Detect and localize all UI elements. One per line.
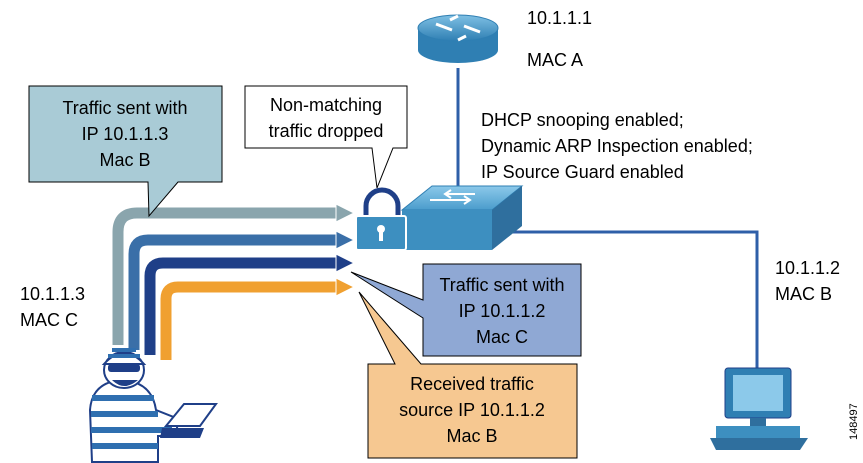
router-mac-label: MAC A — [527, 50, 583, 70]
arrow-orange — [158, 279, 338, 360]
figure-id-label: 148497 — [848, 403, 860, 440]
pc-ip-label: 10.1.1.2 — [775, 258, 840, 278]
callout-sent-b-line1: Traffic sent with — [62, 98, 187, 118]
callout-sent-mac-b: Traffic sent with IP 10.1.1.3 Mac B — [28, 85, 223, 218]
traffic-arrows — [110, 203, 356, 360]
arrow-dark-blue — [142, 255, 338, 355]
callout-received: Received traffic source IP 10.1.1.2 Mac … — [358, 291, 578, 459]
callout-dropped-line2: traffic dropped — [269, 121, 384, 141]
attacker-icon — [88, 348, 218, 463]
lock-icon — [355, 187, 407, 251]
callout-dropped: Non-matching traffic dropped — [244, 85, 408, 189]
switch-feature-ipsg: IP Source Guard enabled — [481, 162, 684, 182]
switch-feature-dai: Dynamic ARP Inspection enabled; — [481, 136, 753, 156]
callout-sent-c-line3: Mac C — [476, 327, 528, 347]
callout-sent-b-line2: IP 10.1.1.3 — [82, 124, 169, 144]
pc-mac-label: MAC B — [775, 284, 832, 304]
attacker-ip-label: 10.1.1.3 — [20, 284, 85, 304]
switch-feature-dhcp: DHCP snooping enabled; — [481, 110, 684, 130]
callout-received-line2: source IP 10.1.1.2 — [399, 400, 545, 420]
callout-received-line3: Mac B — [446, 426, 497, 446]
callout-sent-b-line3: Mac B — [99, 150, 150, 170]
callout-dropped-line1: Non-matching — [270, 95, 382, 115]
switch-pc-link — [500, 230, 759, 368]
callout-sent-c-line1: Traffic sent with — [439, 275, 564, 295]
network-links — [456, 68, 759, 368]
router-ip-label: 10.1.1.1 — [527, 8, 592, 28]
callout-sent-mac-c: Traffic sent with IP 10.1.1.2 Mac C — [350, 263, 582, 357]
callout-received-line1: Received traffic — [410, 374, 534, 394]
attacker-mac-label: MAC C — [20, 310, 78, 330]
router-icon — [417, 14, 499, 63]
switch-icon — [400, 185, 524, 250]
pc-icon — [710, 367, 808, 450]
callout-sent-c-line2: IP 10.1.1.2 — [459, 301, 546, 321]
